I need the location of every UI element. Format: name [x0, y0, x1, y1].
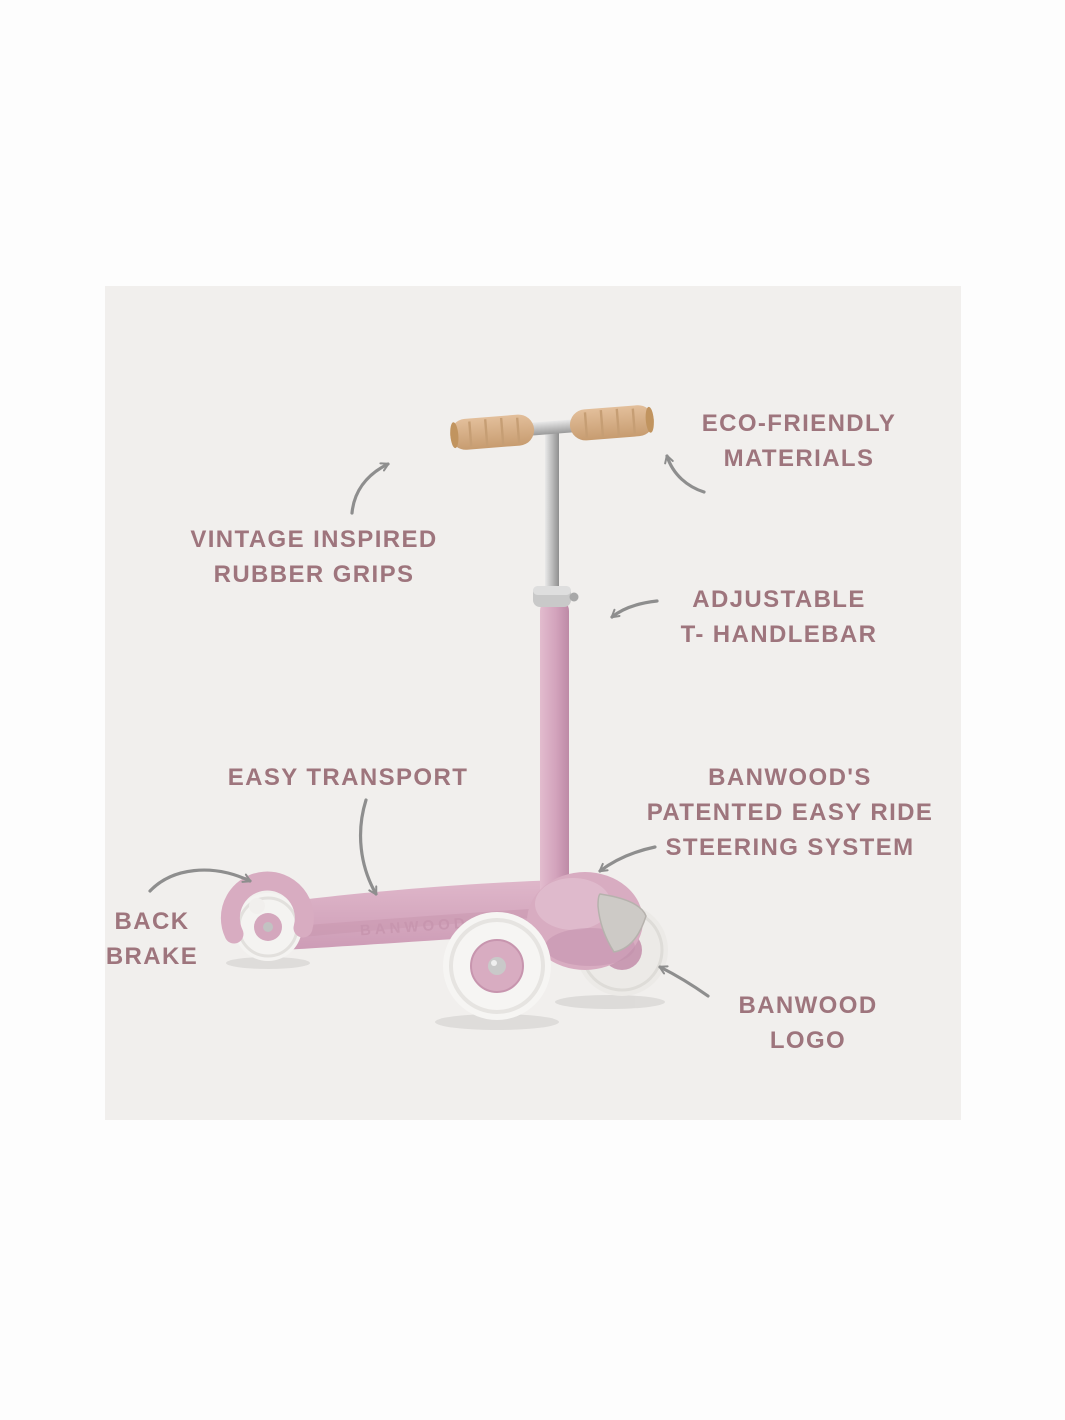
- annotation-arrows: [148, 454, 710, 998]
- label-line: ADJUSTABLE: [692, 586, 866, 613]
- label-banwood-logo: BANWOOD LOGO: [738, 988, 877, 1058]
- scooter-illustration: BANWOOD: [220, 405, 668, 1030]
- label-adjustable-handlebar: ADJUSTABLE T- HANDLEBAR: [681, 582, 878, 652]
- label-line: BRAKE: [105, 943, 199, 970]
- arrow-adjustable-handlebar: [610, 599, 659, 619]
- label-line: VINTAGE INSPIRED: [190, 526, 438, 553]
- chrome-stem: [545, 424, 559, 602]
- ground-shadows: [226, 957, 665, 1030]
- label-line: MATERIALS: [723, 445, 875, 472]
- arrow-back-brake: [148, 868, 252, 893]
- arrow-steering-system: [598, 845, 657, 873]
- front-housing: [527, 872, 647, 970]
- front-wheel-near: [443, 912, 551, 1020]
- label-line: BACK: [114, 908, 190, 935]
- label-line: EASY TRANSPORT: [227, 764, 469, 791]
- rear-fender-brake: [220, 871, 314, 944]
- arrow-easy-transport: [358, 798, 378, 896]
- right-grip: [569, 405, 654, 441]
- label-eco-friendly-materials: ECO-FRIENDLY MATERIALS: [702, 406, 897, 476]
- label-line: BANWOOD: [738, 992, 878, 1019]
- arrow-eco-materials: [664, 454, 706, 494]
- steering-stem: [540, 598, 569, 910]
- label-easy-transport: EASY TRANSPORT: [228, 760, 469, 795]
- t-handlebar: [450, 405, 654, 450]
- label-back-brake: BACK BRAKE: [106, 904, 198, 974]
- banwood-logo-plate: [597, 893, 647, 953]
- label-line: ECO-FRIENDLY: [701, 410, 897, 437]
- arrow-banwood-logo: [658, 965, 710, 998]
- left-grip: [450, 414, 535, 450]
- handlebar-crossbar: [523, 418, 581, 437]
- label-steering-system: BANWOOD'S PATENTED EASY RIDE STEERING SY…: [647, 760, 934, 865]
- label-line: PATENTED EASY RIDE: [646, 799, 934, 826]
- label-line: STEERING SYSTEM: [665, 834, 915, 861]
- label-line: LOGO: [769, 1027, 847, 1054]
- label-vintage-rubber-grips: VINTAGE INSPIRED RUBBER GRIPS: [190, 522, 437, 592]
- arrow-rubber-grips: [350, 462, 390, 515]
- stem-clamp: [533, 586, 579, 607]
- label-line: T- HANDLEBAR: [680, 621, 878, 648]
- label-line: BANWOOD'S: [708, 764, 872, 791]
- label-line: RUBBER GRIPS: [213, 561, 415, 588]
